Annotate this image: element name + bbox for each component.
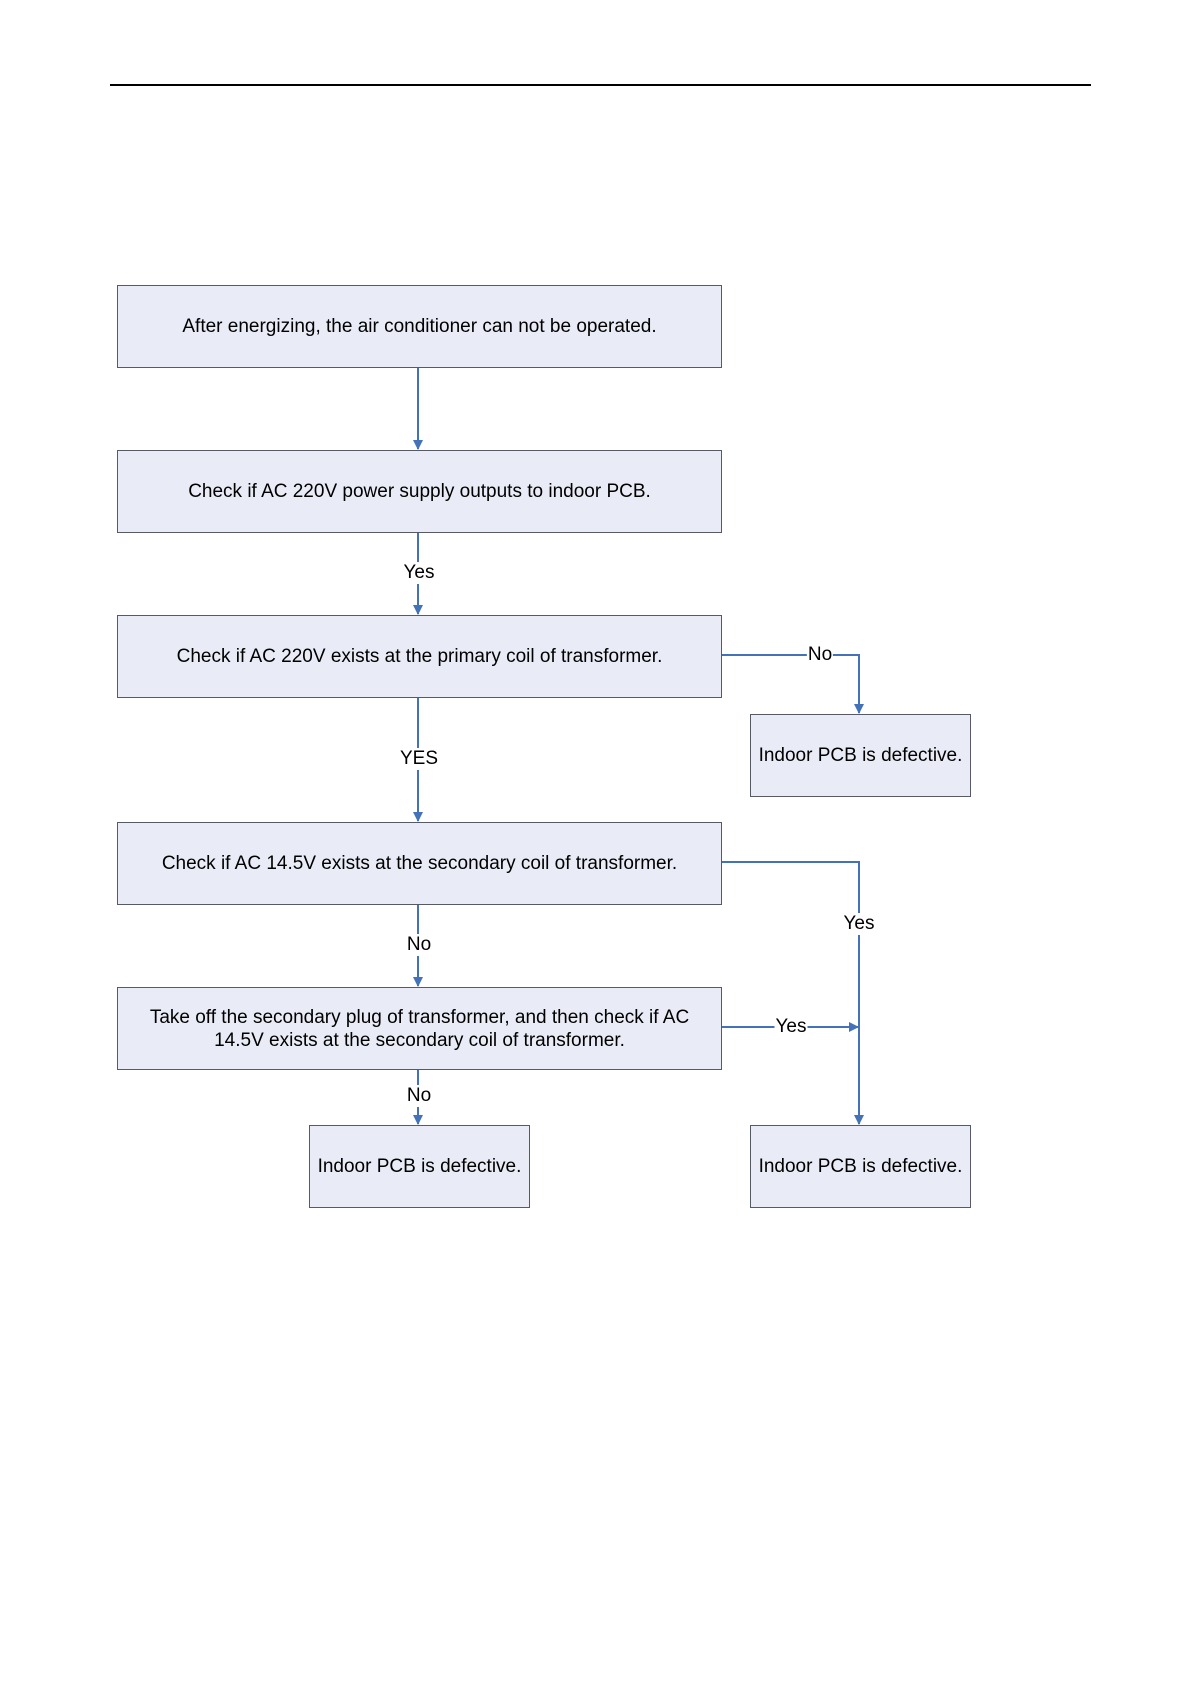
pcb-defective-node-2-text: Indoor PCB is defective. (317, 1156, 522, 1177)
edge-label-power-to-primary: Yes (402, 562, 436, 584)
pcb-defective-node-3-text: Indoor PCB is defective. (758, 1156, 963, 1177)
header-rule (110, 84, 1091, 86)
check-plug-off-node-text: Take off the secondary plug of transform… (149, 1006, 690, 1051)
edge-label-plug-off-to-pcb2: No (405, 1085, 433, 1107)
edge-label-secondary-to-pcb3: Yes (842, 913, 876, 935)
check-secondary-node: Check if AC 14.5V exists at the secondar… (117, 822, 722, 905)
edge-label-secondary-to-plug-off: No (405, 934, 433, 956)
check-plug-off-node: Take off the secondary plug of transform… (117, 987, 722, 1070)
edge-secondary-to-pcb3 (721, 861, 864, 1125)
pcb-defective-node-1: Indoor PCB is defective. (750, 714, 971, 797)
check-power-node: Check if AC 220V power supply outputs to… (117, 450, 722, 533)
edge-label-primary-to-pcb1: No (806, 644, 834, 666)
start-node: After energizing, the air conditioner ca… (117, 285, 722, 368)
edge-label-plug-off-to-pcb3: Yes (774, 1016, 808, 1038)
pcb-defective-node-1-text: Indoor PCB is defective. (758, 745, 963, 766)
pcb-defective-node-2: Indoor PCB is defective. (309, 1125, 530, 1208)
check-primary-node: Check if AC 220V exists at the primary c… (117, 615, 722, 698)
edge-primary-to-pcb1 (721, 654, 864, 714)
check-secondary-node-text: Check if AC 14.5V exists at the secondar… (161, 853, 678, 874)
edge-label-primary-to-secondary: YES (398, 748, 440, 770)
check-power-node-text: Check if AC 220V power supply outputs to… (188, 481, 651, 502)
start-node-text: After energizing, the air conditioner ca… (182, 316, 657, 337)
pcb-defective-node-3: Indoor PCB is defective. (750, 1125, 971, 1208)
check-primary-node-text: Check if AC 220V exists at the primary c… (176, 646, 663, 667)
